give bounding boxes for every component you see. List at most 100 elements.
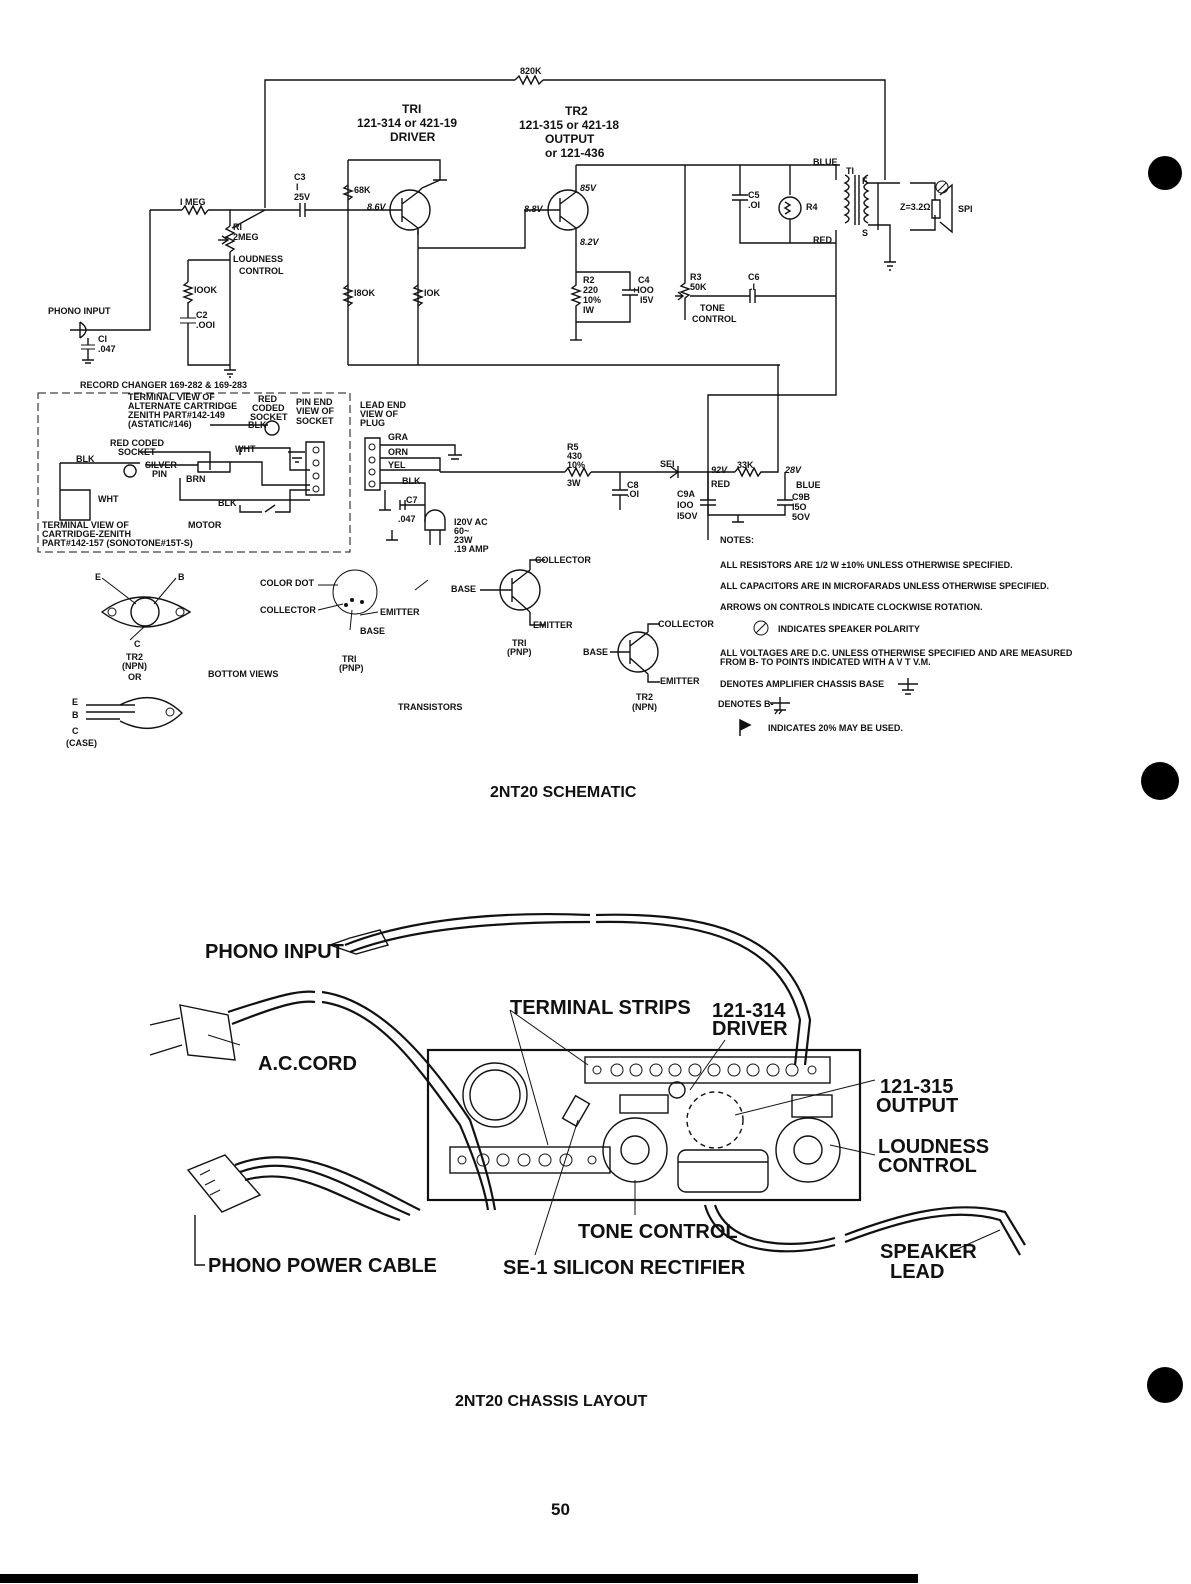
r4-label: R4 xyxy=(806,202,818,212)
color-dot-label: COLOR DOT xyxy=(260,578,314,588)
red-wire-label: RED xyxy=(813,235,833,245)
gra-wire-label: GRA xyxy=(388,432,409,442)
c6-value: .I xyxy=(750,282,755,292)
ac-plug-icon xyxy=(179,1004,236,1061)
tone-label-1: TONE xyxy=(700,303,725,313)
layout-ac-cord: A.C.CORD xyxy=(258,1053,357,1075)
ac-label-4: .19 AMP xyxy=(454,544,489,554)
r1-label: RI xyxy=(233,222,242,232)
blk-label-3: BLK xyxy=(218,498,237,508)
note-1: ALL RESISTORS ARE 1/2 W ±10% UNLESS OTHE… xyxy=(720,560,1013,570)
v28-label: 28V xyxy=(784,465,802,475)
cartridge-line-2: ALTERNATE CARTRIDGE xyxy=(128,401,237,411)
b-minus-icon xyxy=(770,697,790,715)
c9a-label: C9A xyxy=(677,489,696,499)
tr2-base-voltage: 8.8V xyxy=(524,204,544,214)
layout-speaker-2: LEAD xyxy=(890,1261,944,1283)
orn-wire-label: ORN xyxy=(388,447,408,457)
chassis-board xyxy=(426,1048,862,1202)
brn-label: BRN xyxy=(186,474,206,484)
r-10k-label: IOK xyxy=(424,288,441,298)
note-7: DENOTES AMPLIFIER CHASSIS BASE xyxy=(720,679,884,689)
tr1-base-voltage: 8.6V xyxy=(367,202,387,212)
output-transistor xyxy=(686,1091,744,1149)
c-label-2: C xyxy=(72,726,79,736)
layout-title: 2NT20 CHASSIS LAYOUT xyxy=(455,1393,648,1410)
impedance-label: Z=3.2Ω xyxy=(900,202,930,212)
red-coded-socket-3: SOCKET xyxy=(250,412,288,422)
pin-end-1: PIN END xyxy=(296,397,333,407)
layout-loudness-2: CONTROL xyxy=(878,1155,977,1177)
ac-label-3: 23W xyxy=(454,535,473,545)
yel-wire-label: YEL xyxy=(388,460,406,470)
layout-speaker-1: SPEAKER xyxy=(880,1241,977,1263)
tr2-role: OUTPUT xyxy=(545,132,595,146)
layout-terminal-strips: TERMINAL STRIPS xyxy=(510,997,691,1019)
red-coded-2: SOCKET xyxy=(118,447,156,457)
transistor-views: E B C TR2 (NPN) OR COLOR DOT COLLECTOR E… xyxy=(66,555,714,748)
r2-label: R2 xyxy=(583,275,595,285)
r-feedback-label: 820K xyxy=(520,66,542,76)
layout-output-role: OUTPUT xyxy=(876,1095,958,1117)
tr1-pnp-3: TRI xyxy=(512,638,527,648)
tr1-name: TRI xyxy=(402,102,421,116)
notes-block: NOTES: ALL RESISTORS ARE 1/2 W ±10% UNLE… xyxy=(718,535,1073,736)
c-label-1: C xyxy=(134,639,141,649)
case-label: (CASE) xyxy=(66,738,97,748)
tr1-pnp-1: TRI xyxy=(342,654,357,664)
collector-label-3: COLLECTOR xyxy=(658,619,714,629)
blk-label-1: BLK xyxy=(248,420,267,430)
pin-end-2: VIEW OF xyxy=(296,406,335,416)
r3-label: R3 xyxy=(690,272,702,282)
c4-label: C4 xyxy=(638,275,650,285)
layout-rectifier: SE-1 SILICON RECTIFIER xyxy=(503,1257,746,1279)
tone-label-2: CONTROL xyxy=(692,314,737,324)
tr2-npn-or-1: TR2 xyxy=(126,652,143,662)
c3-label: C3 xyxy=(294,172,306,182)
terminal-view-2: CARTRIDGE-ZENITH xyxy=(42,529,131,539)
c5-value: .OI xyxy=(748,200,760,210)
note-2: ALL CAPACITORS ARE IN MICROFARADS UNLESS… xyxy=(720,581,1049,591)
c6-label: C6 xyxy=(748,272,760,282)
c7-label: C7 xyxy=(406,495,418,505)
tr1-role: DRIVER xyxy=(390,130,436,144)
chassis-base-icon xyxy=(898,678,918,695)
c8-value: .OI xyxy=(627,489,639,499)
note-8: DENOTES B- xyxy=(718,699,774,709)
chassis-layout-labels: PHONO INPUT A.C.CORD TERMINAL STRIPS 121… xyxy=(205,941,989,1283)
blk-wire-label: BLK xyxy=(402,476,421,486)
base-label-2: BASE xyxy=(451,584,476,594)
c5-label: C5 xyxy=(748,190,760,200)
note-3: ARROWS ON CONTROLS INDICATE CLOCKWISE RO… xyxy=(720,602,983,612)
r2-wattage: IW xyxy=(583,305,595,315)
layout-driver-role: DRIVER xyxy=(712,1018,788,1040)
c4-voltage: I5V xyxy=(640,295,654,305)
layout-tone-control: TONE CONTROL xyxy=(578,1221,738,1243)
wht-label-1: WHT xyxy=(235,444,256,454)
r-68k-label: 68K xyxy=(354,185,371,195)
motor-label: MOTOR xyxy=(188,520,222,530)
tr2-collector-voltage: 85V xyxy=(580,183,597,193)
c8-label: C8 xyxy=(627,480,639,490)
footer-rule xyxy=(0,1574,918,1583)
schematic-title: 2NT20 SCHEMATIC xyxy=(490,784,637,801)
tr2-part: 121-315 or 421-18 xyxy=(519,118,619,132)
note-6: FROM B- TO POINTS INDICATED WITH A V T V… xyxy=(720,657,931,667)
record-changer-label: RECORD CHANGER 169-282 & 169-283 xyxy=(80,380,247,390)
punch-hole-middle xyxy=(1141,762,1179,800)
bottom-views-label: BOTTOM VIEWS xyxy=(208,669,278,679)
cartridge-line-3: ZENITH PART#142-149 xyxy=(128,410,225,420)
lead-end-3: PLUG xyxy=(360,418,385,428)
schematic-labels: 820K TRI 121-314 or 421-19 DRIVER TR2 12… xyxy=(42,66,973,554)
c4-value: +IOO xyxy=(632,285,654,295)
notes-title: NOTES: xyxy=(720,535,754,545)
blue-wire-label-2: BLUE xyxy=(796,480,821,490)
phono-input-label: PHONO INPUT xyxy=(48,306,111,316)
r5-tolerance: 10% xyxy=(567,460,585,470)
r5-wattage: 3W xyxy=(567,478,581,488)
r3-value: 50K xyxy=(690,282,707,292)
flag-icon xyxy=(739,718,752,736)
s-terminal-label: S xyxy=(862,228,868,238)
c9b-label: C9B xyxy=(792,492,811,502)
c9b-voltage: 5OV xyxy=(792,512,810,522)
